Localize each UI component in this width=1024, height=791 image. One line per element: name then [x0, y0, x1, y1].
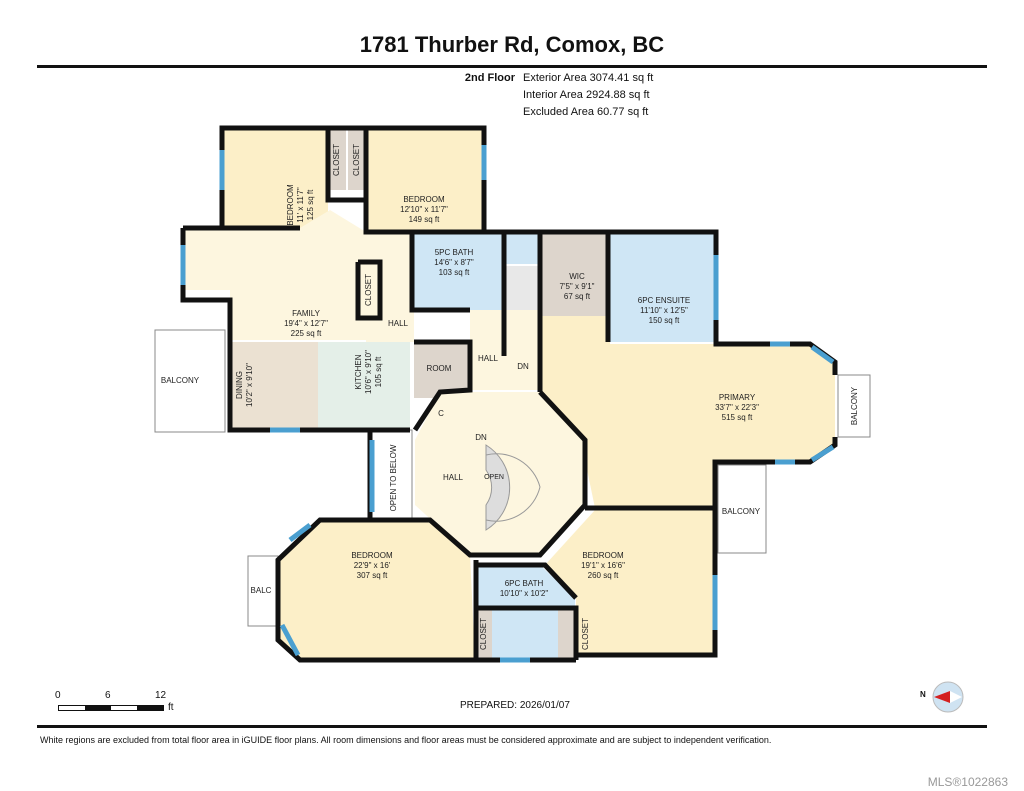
room-closet-1: CLOSET: [332, 143, 341, 177]
balc-southwest-shape: [247, 555, 279, 627]
excluded-area: Excluded Area 60.77 sq ft: [523, 106, 649, 118]
room-bedroom-n: BEDROOM 12'10" x 11'7" 149 sq ft: [400, 195, 448, 224]
open-to-below: OPEN TO BELOW: [389, 444, 398, 512]
header-divider: [37, 65, 987, 68]
scale-tick-12: 12: [155, 690, 167, 701]
balcony-east: BALCONY: [850, 386, 859, 426]
floor-plan-drawing: [154, 125, 871, 663]
page-title: 1781 Thurber Rd, Comox, BC: [359, 32, 665, 57]
room-hall-2: HALL: [477, 354, 499, 363]
room-kitchen: KITCHEN 10'6" x 9'10" 105 sq ft: [354, 350, 383, 394]
footer-disclaimer: White regions are excluded from total fl…: [40, 735, 772, 745]
mls-number: MLS®1022863: [927, 775, 1008, 789]
room-closet-family: CLOSET: [364, 273, 373, 307]
room-closet-4: CLOSET: [581, 617, 590, 651]
scale-bar-graphic: [58, 705, 164, 711]
stairs-dn-2: DN: [475, 433, 487, 442]
compass-icon: N: [920, 680, 970, 719]
balcony-east-shape: [837, 374, 871, 438]
room-hall-3: HALL: [442, 473, 464, 482]
room-6pc-ensuite: 6PC ENSUITE 11'10" x 12'5" 150 sq ft: [637, 296, 691, 325]
prepared-date: PREPARED: 2026/01/07: [460, 700, 570, 711]
stairs-dn-1: DN: [517, 362, 529, 371]
room-bedroom-sw: BEDROOM 22'9" x 16' 307 sq ft: [351, 551, 393, 580]
compass-north-label: N: [920, 690, 926, 699]
balcony-southeast: BALCONY: [721, 507, 761, 516]
stair-open: OPEN: [484, 474, 504, 481]
room-5pc-bath: 5PC BATH 14'6" x 8'7" 103 sq ft: [434, 248, 474, 277]
room-wic: WIC 7'5" x 9'1" 67 sq ft: [559, 272, 595, 301]
room-hall-1: HALL: [387, 319, 409, 328]
scale-tick-0: 0: [55, 690, 61, 701]
room-6pc-bath: 6PC BATH 10'10" x 10'2": [499, 579, 549, 598]
floor-plan: BEDROOM 11' x 11'7" 125 sq ft CLOSET CLO…: [154, 125, 871, 663]
scale-unit: ft: [168, 702, 174, 713]
room-dining: DINING 10'2" x 9'10": [235, 363, 254, 407]
room-family: FAMILY 19'4" x 12'7" 225 sq ft: [284, 309, 328, 338]
room-closet-3: CLOSET: [479, 617, 488, 651]
interior-area: Interior Area 2924.88 sq ft: [523, 89, 650, 101]
room-room: ROOM: [426, 364, 452, 373]
balcony-west: BALCONY: [160, 376, 200, 385]
balcony-west-shape: [154, 329, 226, 433]
room-closet-c: C: [438, 409, 444, 418]
scale-tick-6: 6: [105, 690, 111, 701]
floor-label: 2nd Floor: [464, 72, 515, 84]
balc-southwest: BALC: [250, 586, 272, 595]
balcony-southeast-shape: [717, 464, 767, 554]
room-bedroom-nw: BEDROOM 11' x 11'7" 125 sq ft: [286, 184, 315, 226]
room-closet-2: CLOSET: [352, 143, 361, 177]
exterior-area: Exterior Area 3074.41 sq ft: [523, 72, 654, 84]
room-primary: PRIMARY 33'7" x 22'3" 515 sq ft: [715, 393, 759, 422]
room-bedroom-se: BEDROOM 19'1" x 16'6" 260 sq ft: [581, 551, 625, 580]
footer-divider: [37, 725, 987, 728]
